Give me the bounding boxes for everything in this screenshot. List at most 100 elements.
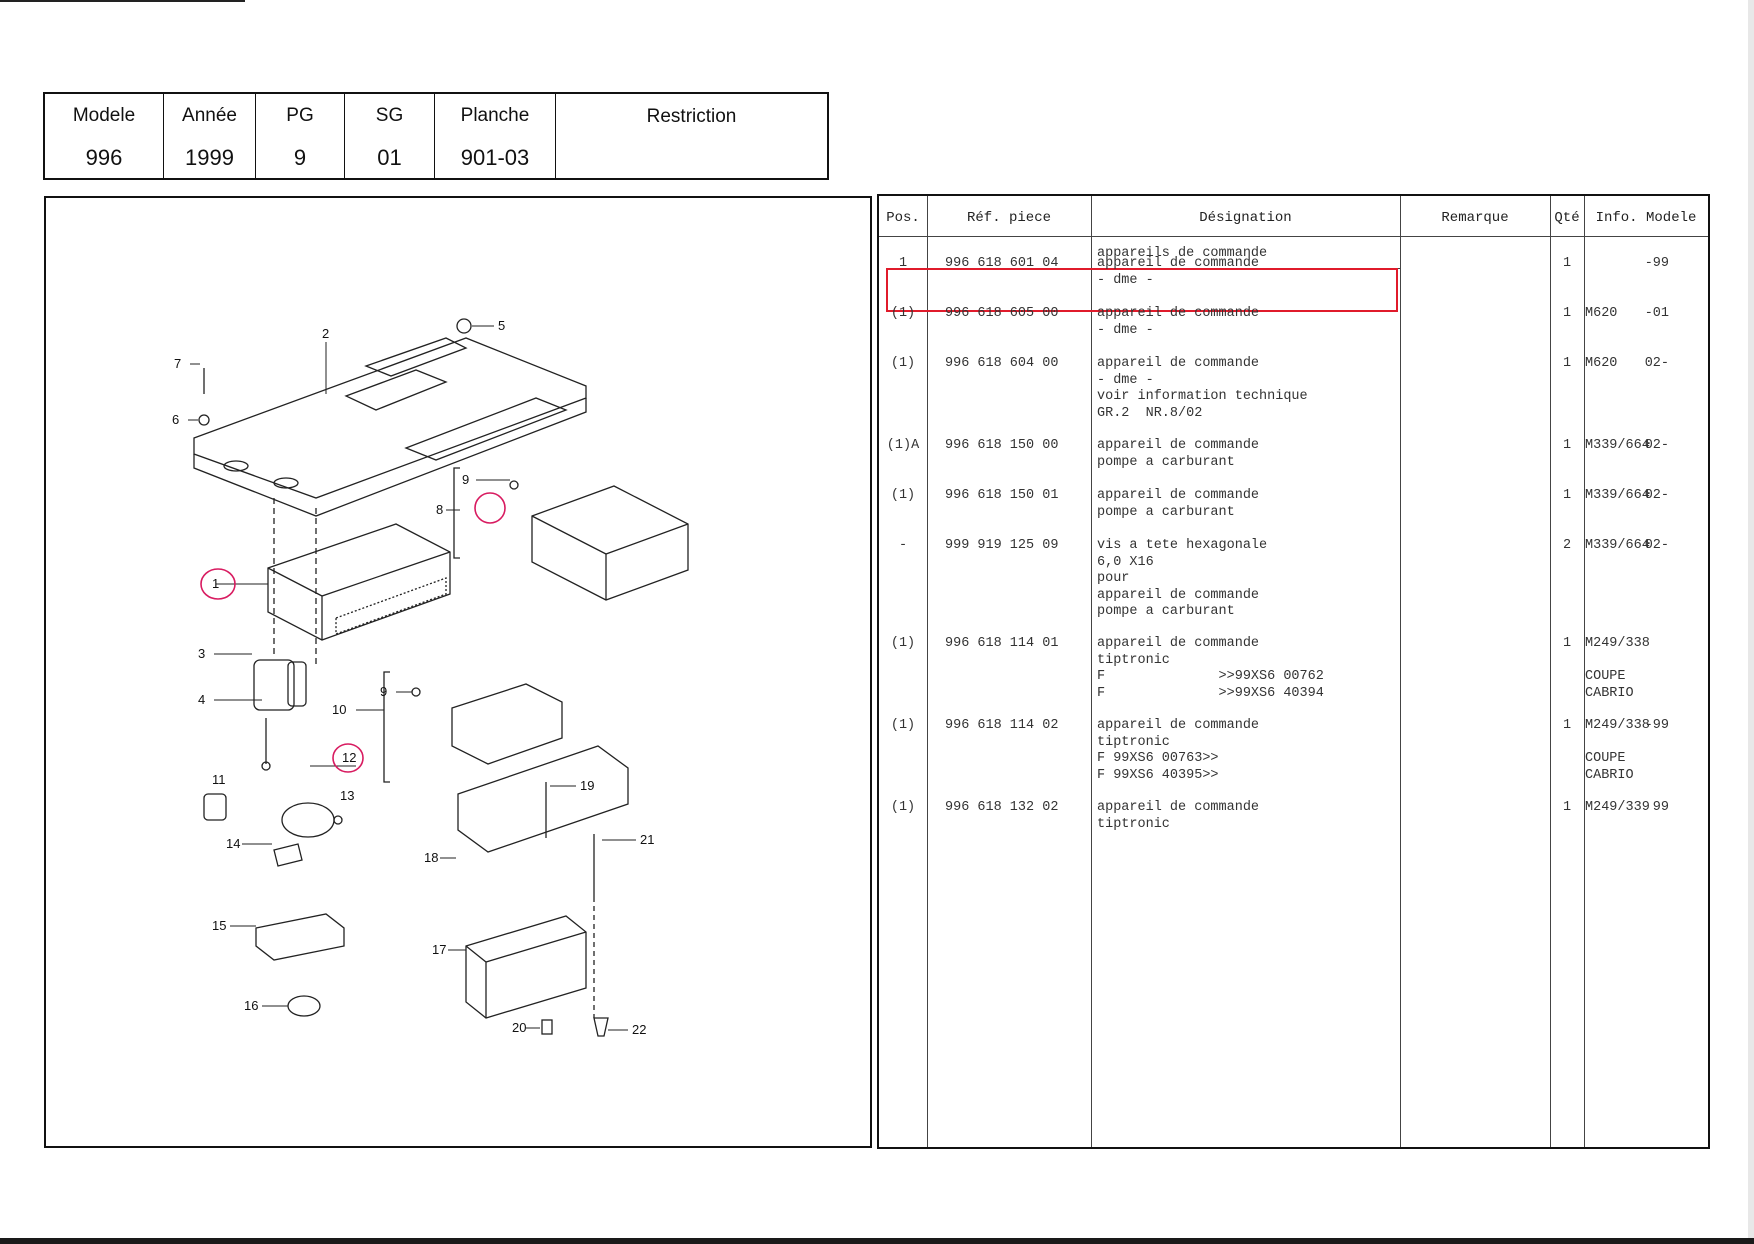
ref-cell: 996 618 132 02: [945, 800, 1059, 815]
header-col-modele: Modele 996: [45, 94, 164, 178]
ref-cell: 999 919 125 09: [945, 538, 1059, 553]
header-label: PG: [286, 105, 314, 126]
info-line: M339/664: [1585, 488, 1650, 503]
part-22: [593, 1017, 609, 1037]
designation-line: pompe a carburant: [1097, 504, 1235, 520]
th-ref: Réf. piece: [966, 210, 1051, 226]
pos-cell: -: [898, 538, 908, 553]
unit-17-edges: [465, 931, 587, 1018]
info-line: M620: [1585, 356, 1618, 371]
th-remarque: Remarque: [1441, 210, 1509, 226]
plate-2-window: [344, 369, 448, 411]
ref-cell: 996 618 114 02: [945, 718, 1059, 733]
info-line: M249/339: [1585, 800, 1650, 815]
designation-line: appareil de commande: [1097, 256, 1260, 271]
remarque-cell: 02-: [1644, 356, 1669, 371]
designation-line: vis a tete hexagonale: [1097, 538, 1268, 553]
ref-cell: 996 618 150 01: [945, 488, 1059, 503]
bracket-10: [383, 671, 390, 783]
header-label: Année: [182, 105, 237, 126]
qte-cell: 1: [1562, 718, 1572, 733]
designation-line: appareil de commande: [1097, 438, 1260, 453]
part-11: [203, 793, 227, 821]
header-col-pg: PG 9: [256, 94, 345, 178]
info-line: COUPE: [1585, 669, 1626, 684]
remarque-cell: -01: [1644, 306, 1669, 321]
designation-line: GR.2 NR.8/02: [1097, 405, 1203, 421]
bracket-3b: [287, 661, 307, 707]
callout-15: 15: [212, 918, 226, 933]
ref-cell: 996 618 605 00: [945, 306, 1059, 321]
ecu-1-connector: [335, 577, 447, 635]
ref-cell: 996 618 601 04: [945, 256, 1059, 271]
designation-line: tiptronic: [1097, 816, 1170, 832]
top-rule: [0, 0, 245, 2]
pos-cell: 1: [898, 256, 908, 271]
info-line: M620: [1585, 306, 1618, 321]
plate-2-recess: [364, 337, 468, 377]
callout-2: 2: [322, 326, 329, 341]
section-title: appareils de commande: [1097, 246, 1268, 261]
header-table: Modele 996 Année 1999 PG 9 SG 01 Planche…: [43, 92, 829, 180]
header-col-restriction: Restriction: [556, 94, 827, 178]
bracket-18: [457, 745, 629, 853]
page-edge: [1748, 0, 1754, 1244]
plate-2: [193, 337, 587, 499]
cap-16: [287, 995, 321, 1017]
header-label: Modele: [72, 105, 136, 126]
callout-5: 5: [498, 318, 505, 333]
page-edge-bottom: [0, 1238, 1754, 1244]
callout-3: 3: [198, 646, 205, 661]
header-col-planche: Planche 901-03: [435, 94, 556, 178]
designation-line: voir information technique: [1097, 389, 1308, 404]
callout-8: 8: [436, 502, 443, 517]
pos-cell: (1): [890, 356, 916, 371]
callout-19: 19: [580, 778, 594, 793]
info-line: M249/338: [1585, 718, 1650, 733]
pos-cell: (1): [890, 718, 916, 733]
callout-4: 4: [198, 692, 205, 707]
callout-11: 11: [212, 772, 226, 787]
th-qte: Qté: [1554, 210, 1580, 226]
washer-6: [198, 414, 210, 426]
callout-20: 20: [512, 1020, 526, 1035]
remarque-cell: 99: [1652, 800, 1669, 815]
header-label: Planche: [460, 105, 530, 126]
designation-line: appareil de commande: [1097, 800, 1260, 815]
unit-17: [465, 915, 587, 1019]
plate-2-rib: [404, 397, 568, 461]
callout-14: 14: [226, 836, 240, 851]
annotation-circle-12: [332, 743, 364, 773]
designation-line: F 99XS6 40395>>: [1097, 767, 1219, 783]
plate-2-edge: [193, 398, 587, 517]
designation-line: appareil de commande: [1097, 488, 1260, 503]
callout-18: 18: [424, 850, 438, 865]
designation-line: appareil de commande: [1097, 587, 1260, 603]
qte-cell: 1: [1562, 306, 1572, 321]
remarque-cell: 02-: [1644, 438, 1669, 453]
pos-cell: (1): [890, 636, 916, 651]
part-14: [273, 843, 303, 867]
designation-line: tiptronic: [1097, 652, 1170, 668]
screw-9b: [411, 687, 421, 697]
qte-cell: 1: [1562, 636, 1572, 651]
header-col-sg: SG 01: [345, 94, 435, 178]
guide-line: [273, 498, 317, 668]
callout-21: 21: [640, 832, 654, 847]
header-value: [556, 144, 827, 178]
th-designation: Désignation: [1199, 210, 1292, 226]
qte-cell: 2: [1562, 538, 1572, 553]
header-value: 9: [293, 145, 307, 170]
callout-10: 10: [332, 702, 346, 717]
designation-line: F >>99XS6 00762: [1097, 669, 1324, 684]
col-divider: [1584, 196, 1585, 1147]
qte-cell: 1: [1562, 356, 1572, 371]
unit-10: [451, 683, 563, 765]
plate-slot: [223, 460, 249, 472]
callout-22: 22: [632, 1022, 646, 1037]
pos-cell: (1): [890, 800, 916, 815]
ref-cell: 996 618 604 00: [945, 356, 1059, 371]
callout-6: 6: [172, 412, 179, 427]
